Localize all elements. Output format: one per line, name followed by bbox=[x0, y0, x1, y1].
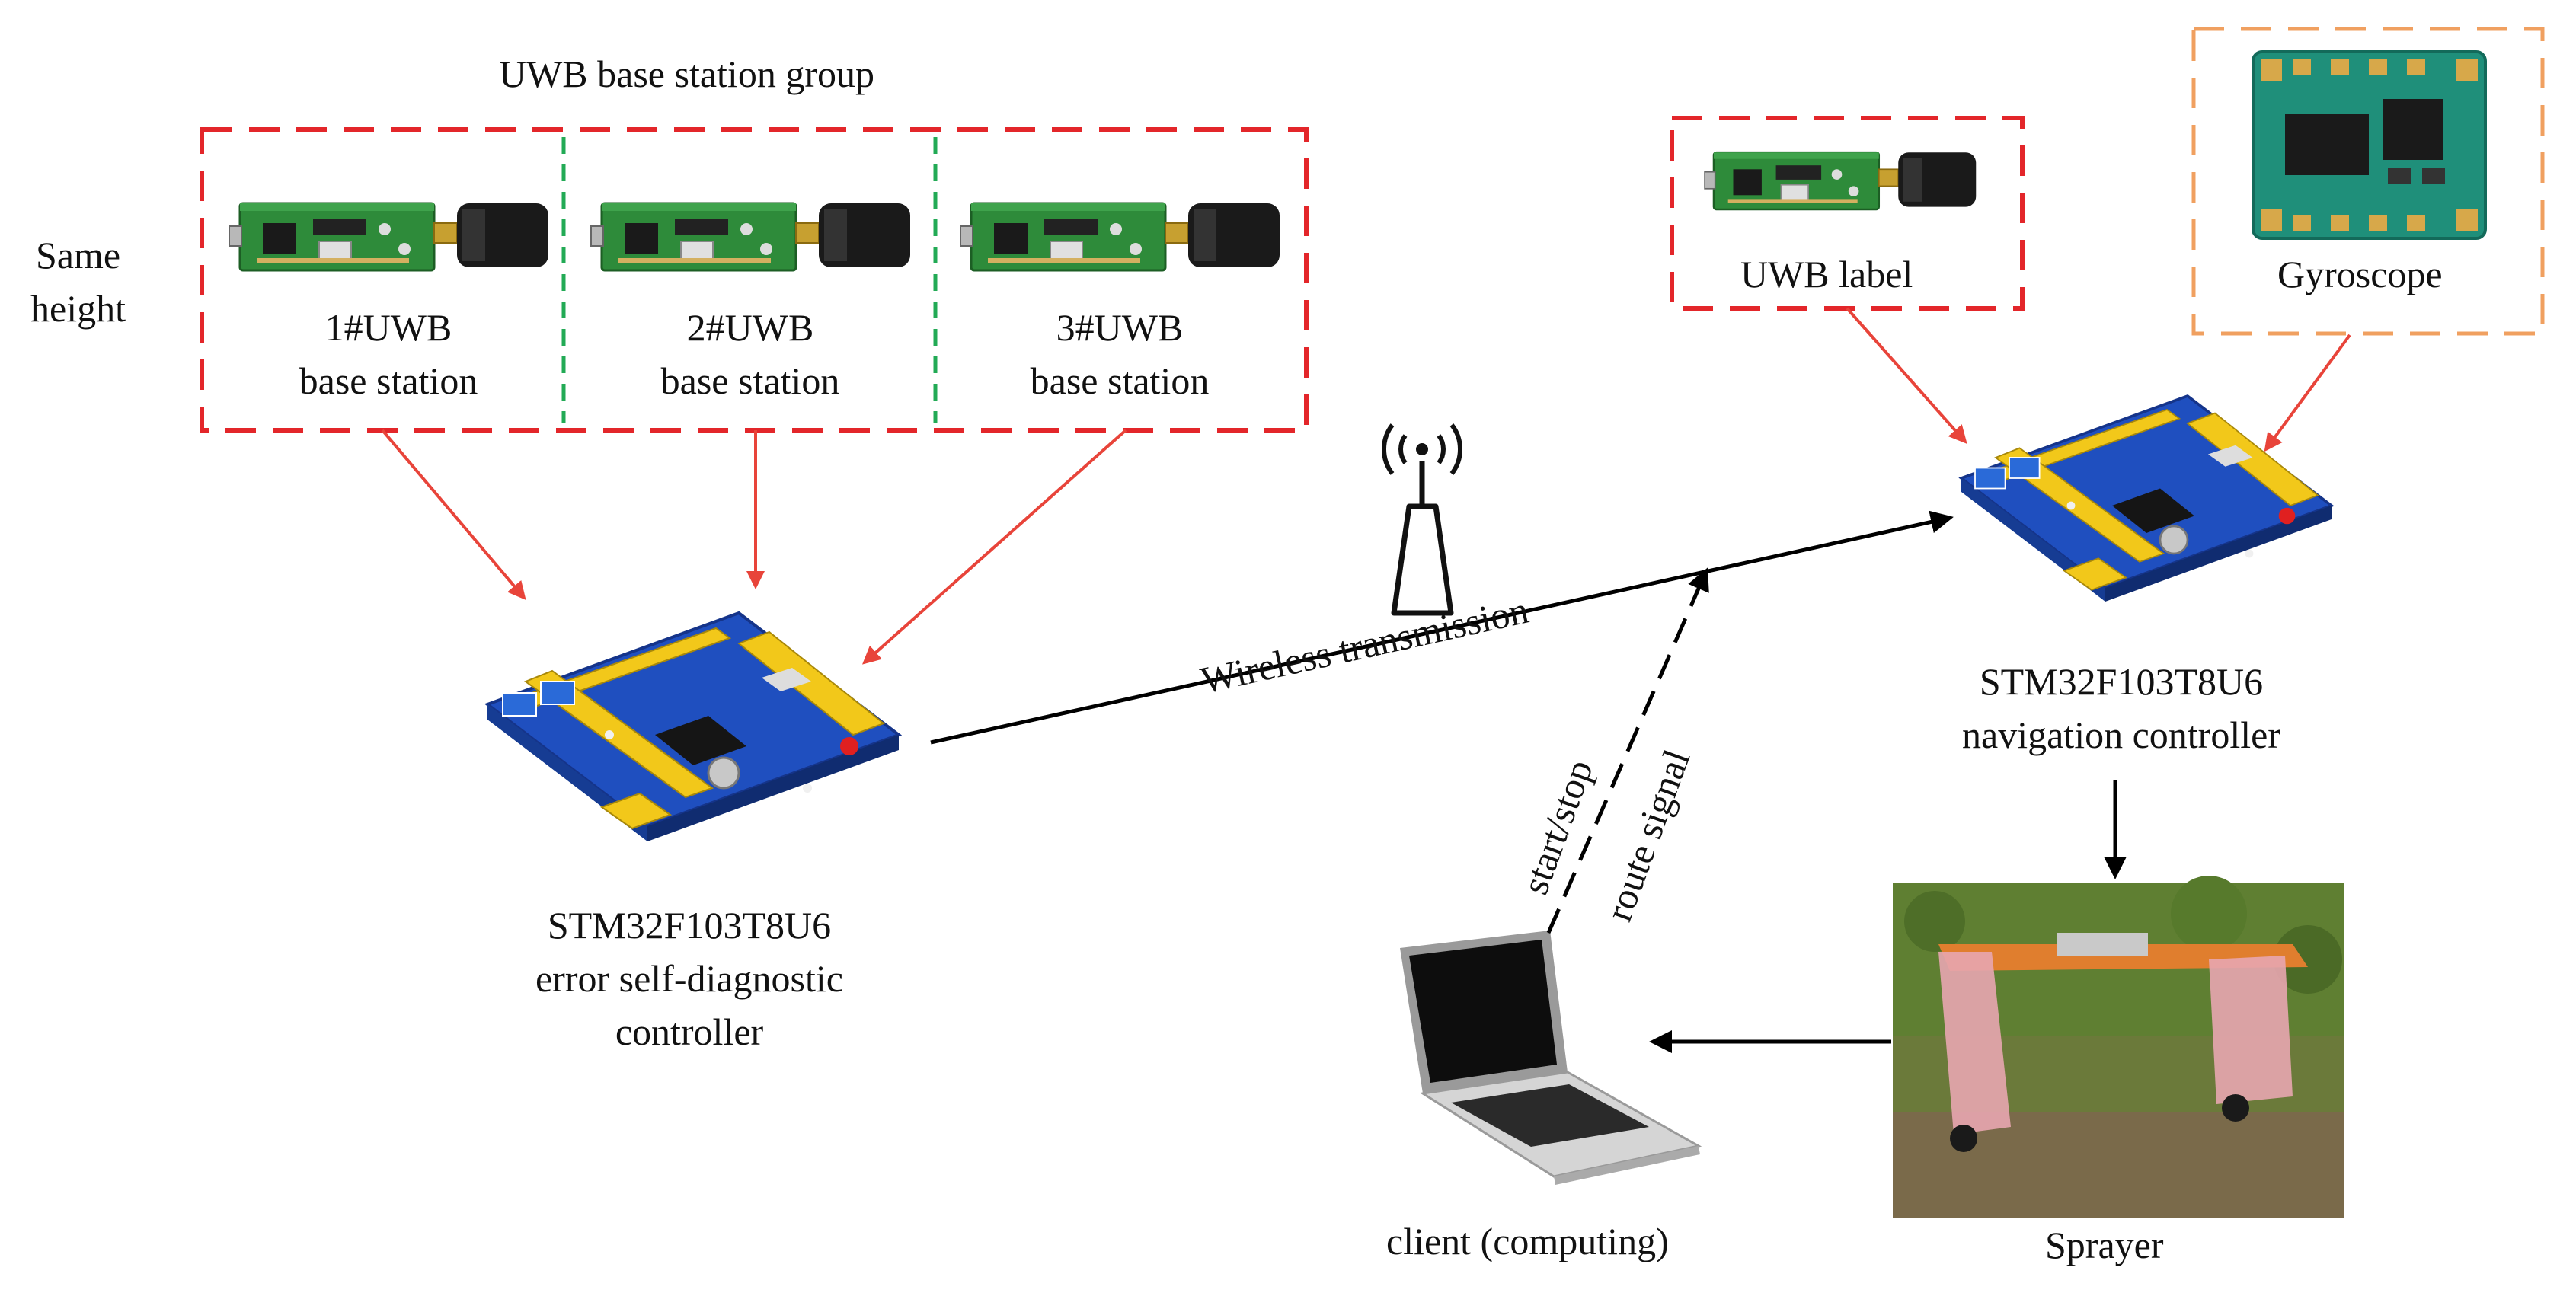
arrow-gyroscope-to-navigation bbox=[2264, 334, 2351, 452]
arrow-station1-to-diagnostic bbox=[381, 429, 526, 601]
arrow-uwblabel-to-navigation bbox=[1846, 307, 1967, 444]
navigation-board-icon bbox=[1960, 394, 2333, 603]
navigation-controller-label: STM32F103T8U6 navigation controller bbox=[1923, 655, 2319, 761]
uwb-module-3-icon bbox=[959, 202, 1281, 272]
diagnostic-line1: STM32F103T8U6 bbox=[547, 904, 832, 946]
uwb-module-1-icon bbox=[228, 202, 550, 272]
antenna-icon bbox=[1381, 423, 1463, 616]
gyroscope-box bbox=[2191, 27, 2545, 336]
sprayer-label: Sprayer bbox=[2045, 1224, 2164, 1266]
sprayer-photo bbox=[1893, 876, 2344, 1218]
station-2-label: 2#UWB base station bbox=[617, 301, 884, 407]
group-title: UWB base station group bbox=[499, 53, 874, 95]
navigation-line1: STM32F103T8U6 bbox=[1979, 660, 2264, 703]
arrow-station3-to-diagnostic bbox=[862, 429, 1127, 665]
gyroscope-text: Gyroscope bbox=[2277, 253, 2443, 295]
navigation-line2: navigation controller bbox=[1962, 713, 2280, 756]
arrow-wireless-transmission bbox=[930, 510, 1954, 745]
station-2-line2: base station bbox=[660, 359, 840, 402]
uwb-label-text: UWB label bbox=[1740, 253, 1913, 295]
diagnostic-line2: error self-diagnostic bbox=[535, 957, 843, 1000]
station-1-label: 1#UWB base station bbox=[255, 301, 522, 407]
same-height-note: Same height bbox=[30, 228, 126, 335]
station-3-label: 3#UWB base station bbox=[986, 301, 1253, 407]
station-3-line2: base station bbox=[1030, 359, 1210, 402]
same-height-line2: height bbox=[30, 287, 126, 330]
uwb-module-2-icon bbox=[590, 202, 912, 272]
station-1-line2: base station bbox=[299, 359, 478, 402]
laptop-icon bbox=[1400, 931, 1702, 1185]
diagnostic-controller-label: STM32F103T8U6 error self-diagnostic cont… bbox=[491, 899, 887, 1058]
station-3-line1: 3#UWB bbox=[1056, 306, 1184, 349]
same-height-line1: Same bbox=[35, 234, 121, 276]
client-label: client (computing) bbox=[1386, 1220, 1669, 1262]
diagnostic-board-icon bbox=[486, 611, 900, 843]
arrow-route-signal bbox=[1546, 567, 1709, 934]
station-2-line1: 2#UWB bbox=[686, 306, 814, 349]
station-1-line1: 1#UWB bbox=[324, 306, 452, 349]
diagnostic-line3: controller bbox=[615, 1010, 764, 1053]
gyroscope-chip-icon bbox=[2252, 50, 2487, 240]
uwb-label-module-icon bbox=[1703, 151, 1977, 211]
